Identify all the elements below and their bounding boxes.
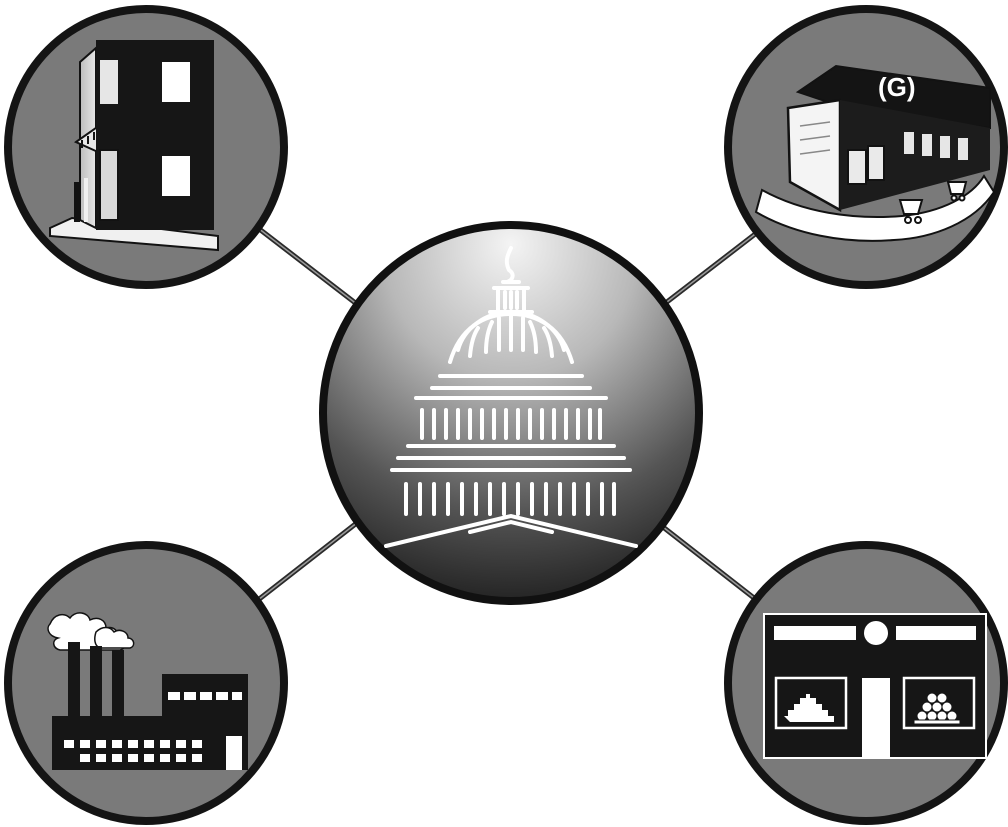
grocery-store-icon: (G) — [724, 5, 1008, 289]
capitol-dome-icon — [319, 221, 703, 605]
connector-top-right-highlight — [662, 227, 764, 306]
capitol-linework — [384, 246, 638, 548]
storefront-building-icon — [4, 5, 288, 289]
connector-lines — [256, 226, 765, 607]
connector-top-left-highlight — [257, 227, 359, 306]
retail-shop-icon — [724, 541, 1008, 825]
connector-bottom-right-highlight — [662, 526, 764, 606]
display-goods — [913, 692, 961, 725]
factory-windows — [64, 740, 202, 762]
grocery-sign-text: (G) — [878, 72, 916, 102]
factory-icon — [4, 541, 288, 825]
connector-bottom-left-highlight — [257, 521, 359, 601]
smoke-plume — [47, 612, 135, 651]
shopping-cart-icon — [898, 181, 968, 224]
